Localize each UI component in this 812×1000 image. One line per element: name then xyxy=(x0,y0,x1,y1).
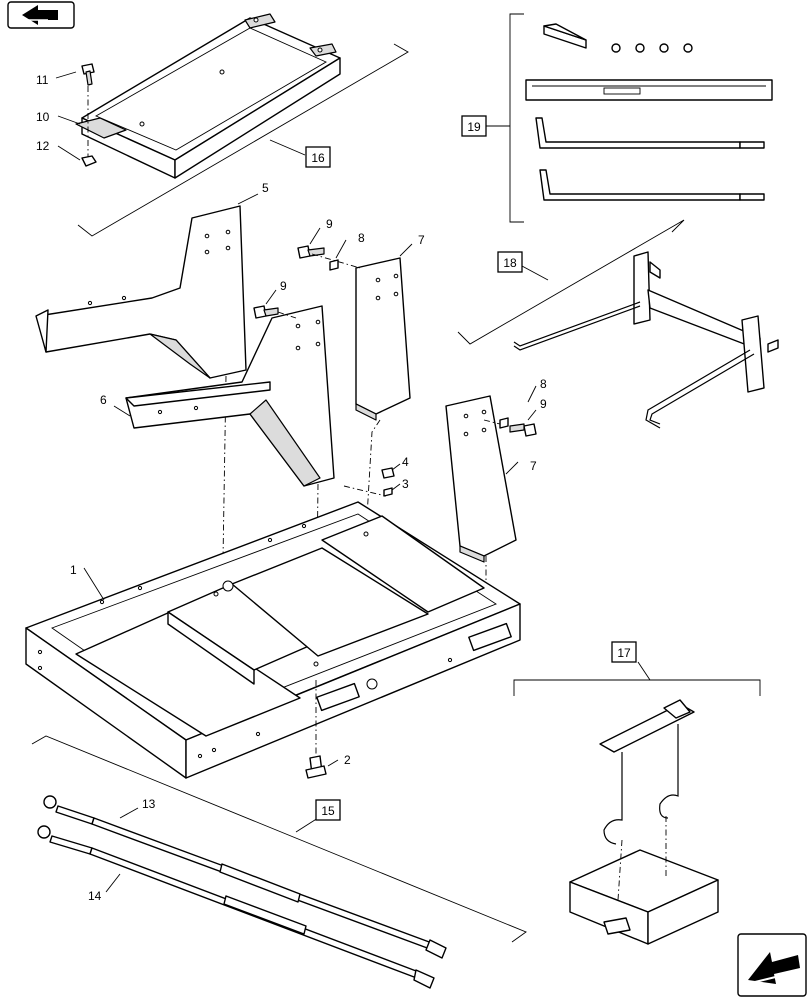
bracket-5 xyxy=(35,205,247,379)
callout-11: 11 xyxy=(36,73,49,87)
group-callout-19-label: 19 xyxy=(467,120,481,134)
callout-10: 10 xyxy=(36,110,50,124)
cable-13 xyxy=(43,795,447,959)
callout-14: 14 xyxy=(88,889,102,903)
group-callout-15[interactable]: 15 xyxy=(315,799,341,821)
group-callout-18-label: 18 xyxy=(503,256,517,270)
bracket-6 xyxy=(125,305,335,487)
callout-4: 4 xyxy=(402,455,409,469)
bolt-2 xyxy=(305,755,327,779)
bolt-9-b xyxy=(253,305,279,319)
bracket-7-upper xyxy=(355,257,411,421)
tray-assembly xyxy=(75,13,341,179)
bolt-11 xyxy=(81,63,95,86)
group-callout-16-label: 16 xyxy=(311,151,325,165)
group-15-bracket xyxy=(31,735,527,943)
callout-9-a: 9 xyxy=(326,217,333,231)
callout-8-b: 8 xyxy=(540,377,547,391)
callout-12: 12 xyxy=(36,139,50,153)
callout-7-b: 7 xyxy=(530,459,537,473)
group-callout-18[interactable]: 18 xyxy=(497,251,523,273)
callout-2: 2 xyxy=(344,753,351,767)
group-callout-15-label: 15 xyxy=(321,804,335,818)
callout-9-b: 9 xyxy=(280,279,287,293)
group-18-bracket xyxy=(457,219,685,345)
group-callout-16[interactable]: 16 xyxy=(305,146,331,168)
support-18 xyxy=(513,251,779,429)
callout-9-c: 9 xyxy=(540,397,547,411)
cable-14 xyxy=(37,825,435,989)
group-19-bracket xyxy=(509,13,524,223)
callout-6: 6 xyxy=(100,393,107,407)
group-17-bracket xyxy=(513,679,761,696)
nut-12 xyxy=(81,155,97,167)
callout-5: 5 xyxy=(262,181,269,195)
callout-13: 13 xyxy=(142,797,156,811)
callout-8-a: 8 xyxy=(358,231,365,245)
bracket-7-lower xyxy=(445,395,517,563)
bolt-9-c xyxy=(509,423,537,437)
back-arrow-icon[interactable] xyxy=(7,1,75,29)
group-16-bracket xyxy=(77,43,409,237)
group-callout-19[interactable]: 19 xyxy=(461,115,487,137)
forward-arrow-icon[interactable] xyxy=(737,933,807,997)
callout-1: 1 xyxy=(70,563,77,577)
holddown-17 xyxy=(569,699,719,945)
group-callout-17-label: 17 xyxy=(617,646,631,660)
group-callout-17[interactable]: 17 xyxy=(611,641,637,663)
group-19-parts xyxy=(525,23,773,201)
bolt-9-a xyxy=(297,245,325,259)
frame-1 xyxy=(25,501,521,779)
callout-3: 3 xyxy=(402,477,409,491)
callout-7-a: 7 xyxy=(418,233,425,247)
